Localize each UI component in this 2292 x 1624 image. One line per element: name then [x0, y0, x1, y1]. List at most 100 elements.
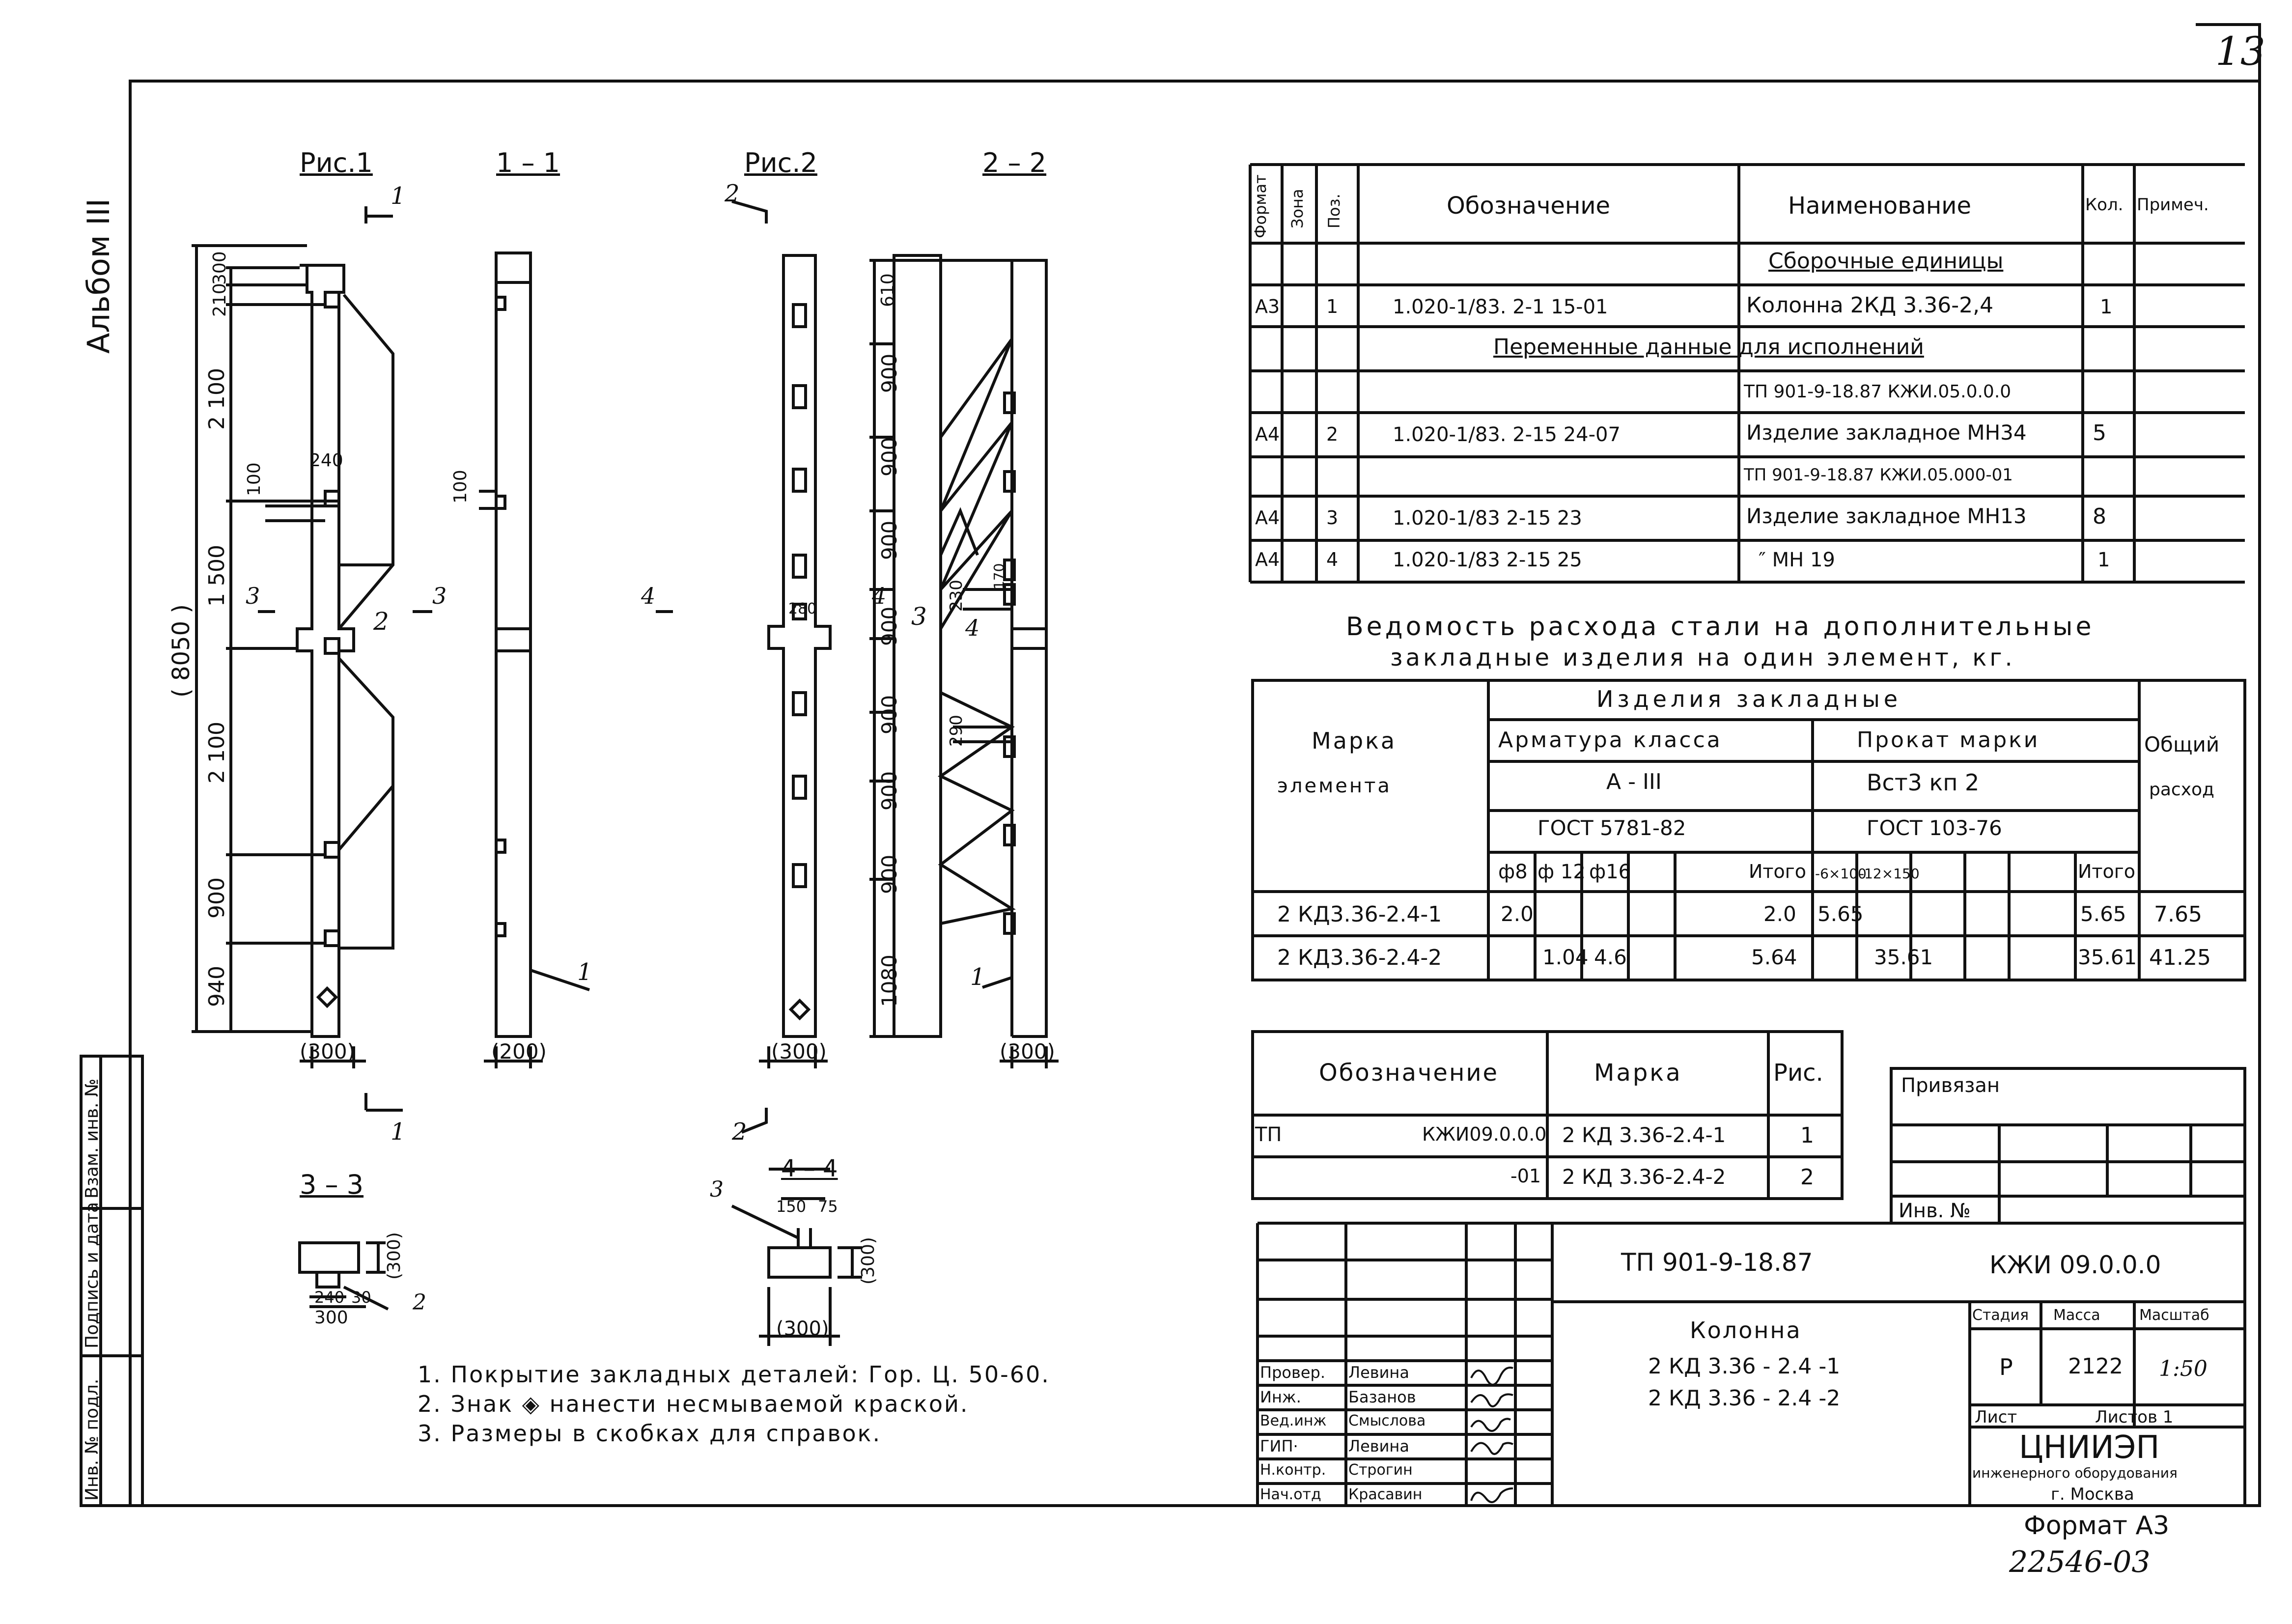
- sec33-dim-300: 300: [314, 1308, 348, 1328]
- steel-h-mark: Марка: [1312, 728, 1397, 754]
- format-label: Формат А3: [2024, 1511, 2170, 1540]
- steel-row-total: 7.65: [2154, 902, 2202, 927]
- spec-row-qty: 1: [2100, 296, 2113, 318]
- staff-name: Строгин: [1348, 1461, 1413, 1479]
- title-org-3: г. Москва: [2051, 1484, 2134, 1504]
- title-sheet: Лист: [1975, 1407, 2017, 1427]
- steel-col-header: ф16: [1589, 861, 1631, 883]
- spec-header-note: Примеч.: [2137, 195, 2209, 215]
- spec-row-format: А3: [1255, 296, 1280, 317]
- signature-mark: [1470, 1487, 1513, 1503]
- staff-role: Нач.отд: [1260, 1486, 1321, 1503]
- callout-pos-1: 1: [577, 958, 592, 986]
- steel-cell: 35.61: [2078, 945, 2137, 969]
- fig2-dim-280: 280: [788, 600, 817, 617]
- fig1-title: Рис.1: [300, 147, 373, 178]
- steel-row-total: 41.25: [2149, 945, 2211, 970]
- spec-row-qty: 1: [2097, 549, 2110, 571]
- title-scale: 1:50: [2159, 1356, 2208, 1381]
- variant-h-fig: Рис.: [1773, 1059, 1823, 1087]
- spec-header-name: Наименование: [1788, 192, 1972, 220]
- spec-row-name: Изделие закладное МН13: [1746, 504, 2027, 528]
- steel-cell: 2.0: [1501, 902, 1534, 926]
- steel-row-mark: 2 КД3.36-2.4-2: [1277, 945, 1442, 970]
- signature-mark: [1470, 1367, 1513, 1386]
- title-name-2: 2 КД 3.36 - 2.4 -1: [1648, 1354, 1841, 1379]
- title-h-mass: Масса: [2053, 1307, 2100, 1324]
- sec33-dim-240: 240: [314, 1288, 345, 1307]
- spec-row-format: А4: [1255, 507, 1280, 529]
- staff-name: Левина: [1348, 1437, 1409, 1456]
- variant-h-mark: Марка: [1594, 1059, 1682, 1087]
- steel-row-mark: 2 КД3.36-2.4-1: [1277, 902, 1442, 927]
- title-name-3: 2 КД 3.36 - 2.4 -2: [1648, 1386, 1841, 1411]
- sec33-title: 3 – 3: [300, 1169, 364, 1200]
- signature-mark: [1470, 1393, 1513, 1407]
- staff-name: Смыслова: [1348, 1412, 1426, 1429]
- sec44-title: 4 – 4: [781, 1155, 838, 1182]
- steel-cell: 1.04: [1542, 945, 1589, 969]
- steel-col-header: ф8: [1498, 861, 1528, 883]
- spec-row-name: Переменные данные для исполнений: [1493, 335, 1924, 360]
- callout-pos-4: 4: [965, 615, 980, 641]
- note-2: 2. Знак ◈ нанести несмываемой краской.: [418, 1391, 969, 1417]
- callout-pos-2: 2: [413, 1290, 426, 1315]
- title-org-2: инженерного оборудования: [1972, 1465, 2178, 1481]
- sec22-title: 2 – 2: [982, 147, 1047, 178]
- steel-col-header: Итого: [2078, 861, 2136, 882]
- callout-pos-3: 3: [911, 602, 927, 631]
- staff-name: Базанов: [1348, 1388, 1416, 1406]
- callout-pos-3: 3: [710, 1177, 724, 1202]
- sec11-title: 1 – 1: [496, 147, 560, 178]
- steel-h-rolled-grade: Вст3 кп 2: [1867, 769, 1980, 796]
- title-sheets: Листов 1: [2095, 1407, 2174, 1427]
- variant-row-mark: 2 КД 3.36-2.4-2: [1562, 1165, 1726, 1189]
- callout-pos-2: 2: [373, 607, 389, 636]
- spec-row-qty: 5: [2093, 420, 2106, 446]
- spec-row-name: Колонна 2КД 3.36-2,4: [1746, 293, 1994, 318]
- sec44-dim-w: (300): [776, 1317, 829, 1340]
- variant-row-mark: 2 КД 3.36-2.4-1: [1562, 1123, 1726, 1147]
- spec-row-name: ″ МН 19: [1759, 549, 1835, 571]
- cut-mark-4: 4: [872, 583, 887, 609]
- title-project: ТП 901-9-18.87: [1621, 1248, 1813, 1277]
- variant-row-fig: 1: [1800, 1123, 1814, 1148]
- sec11-base-dim: (200): [491, 1039, 547, 1064]
- steel-cell: 35.61: [1874, 945, 1933, 969]
- sec33-dim-30: 30: [351, 1288, 371, 1307]
- variant-row-prefix: ТП: [1255, 1123, 1282, 1146]
- spec-row-name: ТП 901-9-18.87 КЖИ.05.000-01: [1744, 465, 2013, 485]
- title-stage: Р: [1999, 1354, 2013, 1380]
- spec-row-pos: 3: [1326, 507, 1339, 529]
- staff-role: Вед.инж: [1260, 1412, 1327, 1429]
- staff-role: ГИП·: [1260, 1437, 1298, 1456]
- steel-col-header: -12×150: [1859, 866, 1920, 882]
- cut-mark-4: 4: [641, 583, 656, 609]
- callout-pos-1: 1: [970, 963, 985, 991]
- spec-row-name: Изделие закладное МН34: [1746, 420, 2027, 445]
- title-mass: 2122: [2068, 1354, 2123, 1379]
- spec-row-designation: 1.020-1/83. 2-1 15-01: [1393, 296, 1608, 318]
- steel-cell: 4.6: [1594, 945, 1627, 969]
- staff-role: Инж.: [1260, 1388, 1301, 1406]
- spec-row-name: Сборочные единицы: [1768, 249, 2004, 274]
- spec-row-designation: 1.020-1/83 2-15 25: [1393, 549, 1582, 571]
- note-3: 3. Размеры в скобках для справок.: [418, 1420, 882, 1447]
- steel-title-1: Ведомость расхода стали на дополнительны…: [1346, 612, 2095, 642]
- cut-mark-2: 2: [725, 180, 740, 207]
- steel-h-rolled: Прокат марки: [1857, 728, 2040, 753]
- staff-role: Н.контр.: [1260, 1461, 1326, 1479]
- steel-h-rolled-gost: ГОСТ 103-76: [1867, 816, 2002, 840]
- staff-name: Левина: [1348, 1363, 1409, 1382]
- steel-h-total: Общий: [2144, 732, 2220, 756]
- staff-role: Провер.: [1260, 1363, 1325, 1382]
- title-h-stage: Стадия: [1972, 1307, 2029, 1324]
- steel-h-group: Изделия закладные: [1596, 686, 1902, 712]
- sec44-dim-75: 75: [818, 1197, 838, 1216]
- cut-mark-3: 3: [432, 583, 447, 609]
- binding-label: Привязан: [1901, 1074, 2000, 1097]
- signature-mark: [1470, 1418, 1511, 1432]
- signature-mark: [1470, 1442, 1513, 1455]
- variant-row-designation: КЖИ09.0.0.0: [1422, 1123, 1547, 1145]
